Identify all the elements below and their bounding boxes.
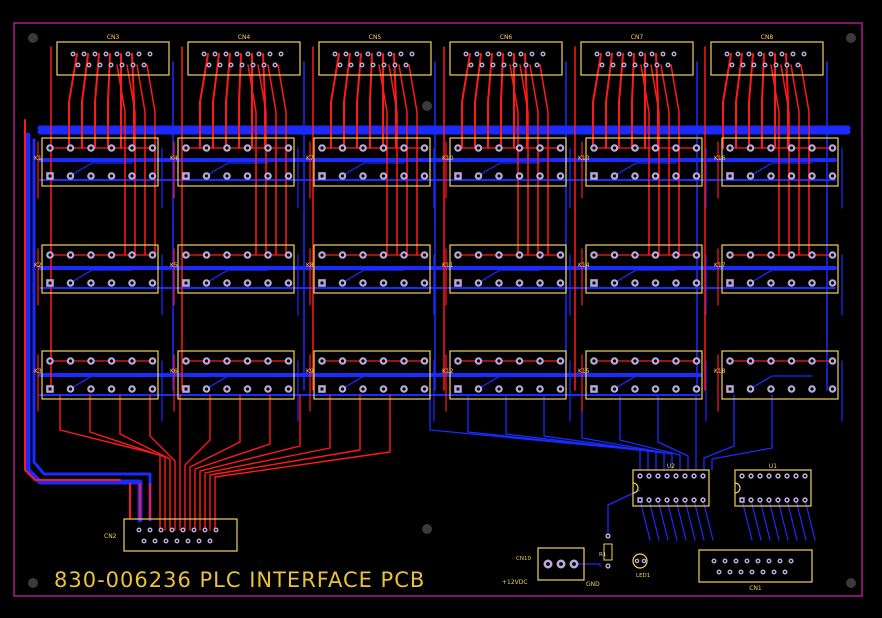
relay-k6 bbox=[177, 350, 295, 400]
led-led1-label: LED1 bbox=[636, 573, 650, 579]
relay-k2 bbox=[41, 244, 159, 294]
connector-cn6-outline bbox=[449, 41, 563, 76]
connector-cn3-outline bbox=[56, 41, 170, 76]
relay-k9 bbox=[313, 350, 431, 400]
relay-k17-label: K17 bbox=[714, 262, 726, 269]
connector-cn8-label: CN8 bbox=[761, 34, 774, 41]
relay-k8 bbox=[313, 244, 431, 294]
connector-cn5-label: CN5 bbox=[369, 34, 382, 41]
relay-k13 bbox=[585, 137, 703, 187]
relay-k10-label: K10 bbox=[442, 155, 454, 162]
connector-cn8-outline bbox=[710, 41, 824, 76]
ic-u1 bbox=[734, 469, 812, 507]
relay-k16-label: K16 bbox=[714, 155, 726, 162]
relay-k14 bbox=[585, 244, 703, 294]
relay-k3 bbox=[41, 350, 159, 400]
relay-k1 bbox=[41, 137, 159, 187]
connector-cn6-label: CN6 bbox=[500, 34, 513, 41]
relay-k18-label: K18 bbox=[714, 368, 726, 375]
connector-cn1-outline bbox=[698, 549, 813, 583]
ic-u2 bbox=[632, 469, 710, 507]
power-gnd-label: GND bbox=[586, 581, 600, 588]
relay-k6-label: K6 bbox=[170, 368, 178, 375]
connector-cn4-outline bbox=[187, 41, 301, 76]
relay-k11 bbox=[449, 244, 567, 294]
board-outline bbox=[13, 22, 863, 597]
relay-k13-label: K13 bbox=[578, 155, 590, 162]
connector-cn5-outline bbox=[318, 41, 432, 76]
ic-u2-label: U2 bbox=[667, 463, 675, 470]
relay-k15-label: K15 bbox=[578, 368, 590, 375]
connector-cn4-label: CN4 bbox=[238, 34, 251, 41]
power-connector-outline bbox=[537, 547, 585, 581]
ic-u1-label: U1 bbox=[769, 463, 777, 470]
relay-k7-label: K7 bbox=[306, 155, 314, 162]
relay-k16 bbox=[721, 137, 839, 187]
power-connector-label: CN10 bbox=[516, 556, 531, 562]
led-led1 bbox=[632, 553, 648, 569]
relay-k11-label: K11 bbox=[442, 262, 454, 269]
relay-k4 bbox=[177, 137, 295, 187]
connector-cn7-label: CN7 bbox=[631, 34, 644, 41]
relay-k12 bbox=[449, 350, 567, 400]
mounting-holes bbox=[28, 33, 856, 588]
resistor-r1-label: R1 bbox=[599, 552, 606, 558]
top-copper-layer bbox=[24, 46, 833, 531]
relay-k18 bbox=[721, 350, 839, 400]
connector-cn7-outline bbox=[580, 41, 694, 76]
board-title: 830-006236 PLC INTERFACE PCB bbox=[54, 568, 425, 592]
relay-k4-label: K4 bbox=[170, 155, 178, 162]
connector-cn2-outline bbox=[123, 518, 238, 552]
relay-k9-label: K9 bbox=[306, 368, 314, 375]
resistor-r1 bbox=[603, 543, 613, 561]
relay-k7 bbox=[313, 137, 431, 187]
relay-k2-label: K2 bbox=[34, 262, 42, 269]
relay-k8-label: K8 bbox=[306, 262, 314, 269]
connector-cn1-label: CN1 bbox=[749, 585, 762, 592]
relay-k5 bbox=[177, 244, 295, 294]
power-plus-label: +12VDC bbox=[502, 579, 528, 586]
relay-k14-label: K14 bbox=[578, 262, 590, 269]
relay-k12-label: K12 bbox=[442, 368, 454, 375]
connector-cn2-label: CN2 bbox=[104, 533, 117, 540]
relay-k3-label: K3 bbox=[34, 368, 42, 375]
relay-k10 bbox=[449, 137, 567, 187]
relay-k5-label: K5 bbox=[170, 262, 178, 269]
relay-k17 bbox=[721, 244, 839, 294]
relay-k1-label: K1 bbox=[34, 155, 42, 162]
relay-k15 bbox=[585, 350, 703, 400]
connector-cn3-label: CN3 bbox=[107, 34, 120, 41]
